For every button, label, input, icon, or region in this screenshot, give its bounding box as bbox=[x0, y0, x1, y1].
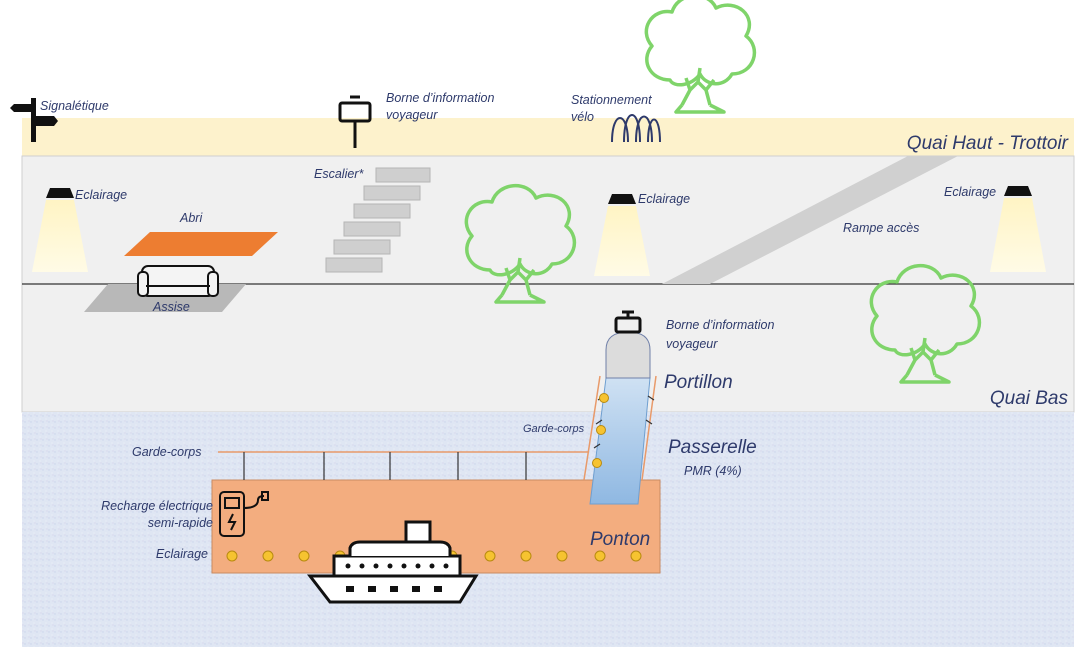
quai-haut-strip bbox=[22, 118, 1074, 156]
label-ponton: Ponton bbox=[590, 529, 650, 550]
label-signaletique: Signalétique bbox=[40, 99, 109, 113]
label-eclairage-2: Eclairage bbox=[638, 192, 690, 206]
label-eclairage-1: Eclairage bbox=[75, 188, 127, 202]
label-rampe: Rampe accès bbox=[843, 221, 919, 235]
label-abri: Abri bbox=[179, 211, 203, 225]
label-stationnement-1: Stationnement bbox=[571, 93, 652, 107]
street-light-icon bbox=[990, 186, 1046, 272]
escalier bbox=[325, 167, 431, 273]
boat-icon bbox=[306, 520, 479, 604]
label-portillon: Portillon bbox=[664, 372, 733, 393]
label-recharge-2: semi-rapide bbox=[148, 516, 213, 530]
label-borne-haut-1: Borne d’information bbox=[386, 91, 494, 105]
label-borne-bas-1: Borne d’information bbox=[666, 318, 774, 332]
label-recharge-1: Recharge électrique bbox=[101, 499, 213, 513]
rampe-acces bbox=[662, 156, 958, 284]
garde-corps-posts bbox=[243, 452, 527, 480]
borne-bas-icon bbox=[614, 310, 642, 334]
street-light-icon bbox=[594, 194, 650, 276]
label-passerelle: Passerelle bbox=[668, 437, 757, 458]
label-eclairage-3: Eclairage bbox=[944, 185, 996, 199]
ev-charger-icon bbox=[219, 491, 269, 537]
label-stationnement-2: vélo bbox=[571, 110, 594, 124]
abri bbox=[124, 232, 278, 256]
label-pmr: PMR (4%) bbox=[684, 464, 742, 478]
portillon bbox=[605, 331, 651, 379]
label-garde-corps-ponton: Garde-corps bbox=[132, 445, 201, 459]
borne-haut-icon bbox=[338, 95, 372, 148]
label-borne-bas-2: voyageur bbox=[666, 337, 718, 351]
garde-corps-passerelle bbox=[583, 375, 657, 481]
tree-icon bbox=[644, 0, 757, 114]
signpost-icon bbox=[10, 98, 58, 142]
label-escalier: Escalier* bbox=[314, 167, 364, 181]
bike-parking-icon bbox=[611, 114, 661, 143]
label-eclairage-ponton: Eclairage bbox=[156, 547, 208, 561]
label-quai-haut: Quai Haut - Trottoir bbox=[907, 133, 1069, 154]
label-borne-haut-2: voyageur bbox=[386, 108, 438, 122]
street-light-icon bbox=[32, 188, 88, 272]
label-quai-bas: Quai Bas bbox=[990, 388, 1069, 409]
label-assise: Assise bbox=[152, 300, 190, 314]
sofa-icon bbox=[137, 265, 219, 297]
label-garde-corps-passerelle: Garde-corps bbox=[523, 423, 585, 435]
